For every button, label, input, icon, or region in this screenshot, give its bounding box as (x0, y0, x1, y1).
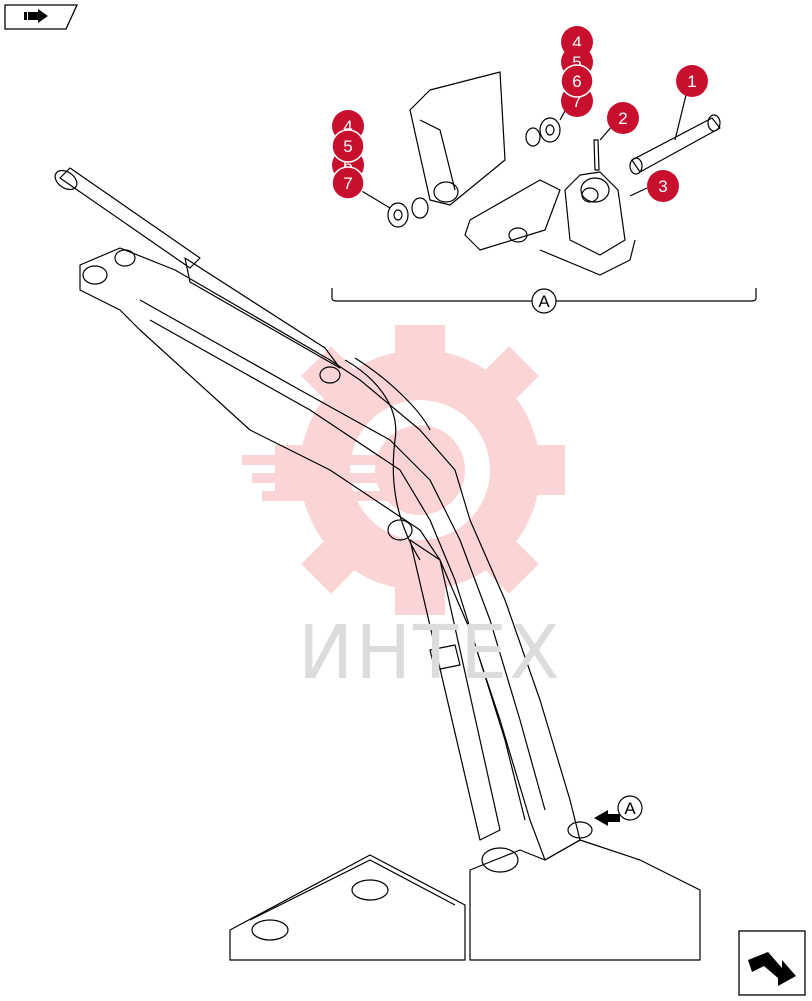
page-back-icon (4, 4, 79, 30)
svg-text:5: 5 (572, 53, 581, 72)
svg-text:2: 2 (618, 109, 627, 128)
callout-2[interactable]: 2 (607, 102, 639, 134)
callout-7-left[interactable]: 7 (331, 166, 365, 200)
callout-3[interactable]: 3 (647, 170, 679, 202)
svg-text:4: 4 (572, 33, 581, 52)
gear-logo-icon (242, 325, 565, 615)
page-forward-icon (738, 930, 806, 996)
callout-1[interactable]: 1 (676, 65, 708, 97)
view-a-arrow: A (594, 795, 643, 826)
view-a-text: A (538, 292, 550, 311)
svg-text:6: 6 (343, 156, 352, 175)
boom-assembly (54, 167, 701, 961)
detail-view-a (359, 71, 721, 276)
svg-text:6: 6 (572, 72, 581, 91)
svg-text:5: 5 (343, 137, 352, 156)
svg-text:7: 7 (343, 174, 352, 193)
arrow-a-text: A (624, 799, 636, 818)
previous-page-button[interactable] (4, 4, 79, 30)
callout-5-left[interactable]: 5 (331, 129, 365, 163)
svg-text:7: 7 (572, 92, 581, 111)
callout-6-right[interactable]: 6 (560, 64, 594, 98)
next-page-button[interactable] (738, 930, 806, 996)
svg-text:3: 3 (658, 177, 667, 196)
svg-text:4: 4 (343, 117, 352, 136)
svg-text:1: 1 (687, 72, 696, 91)
view-a-label: A (531, 288, 557, 314)
watermark-text: ИНТЕХ (298, 610, 562, 696)
